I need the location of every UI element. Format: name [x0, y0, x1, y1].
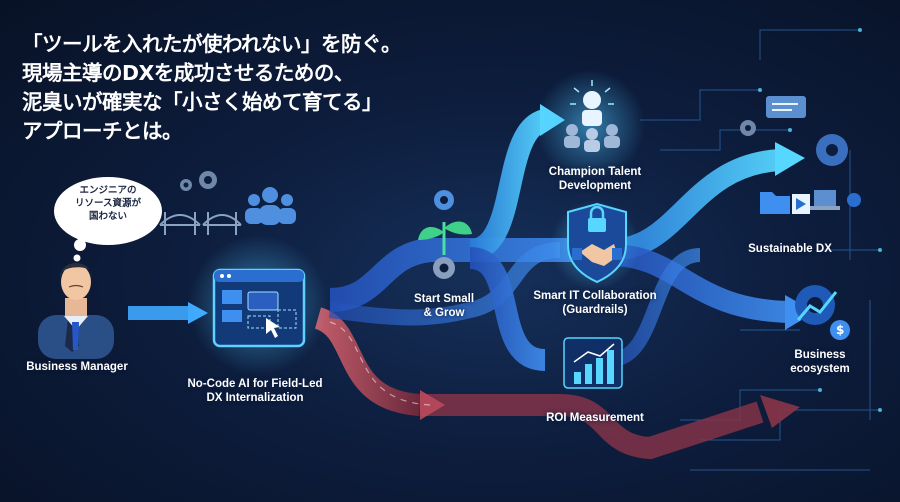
champion-line-2: Development [558, 180, 632, 192]
dollar-gear-icon: $ [795, 285, 850, 340]
start-line-2: & Grow [423, 307, 465, 319]
headline-line-2: 現場主導のDXを成功させるための、 [22, 61, 354, 85]
bubble-line-3: 国わない [88, 211, 127, 222]
svg-text:$: $ [836, 323, 844, 337]
failure-path [313, 307, 800, 460]
laptop-icon [810, 190, 861, 210]
start-small-label: Start Small & Grow [404, 292, 484, 320]
bubble-line-1: エンジニアの [79, 185, 137, 196]
champion-icon [564, 80, 620, 152]
bubble-line-2: リソース資源が [74, 198, 142, 209]
start-line-1: Start Small [413, 293, 475, 305]
thought-bubble-text: エンジニアの リソース資源が 国わない [60, 184, 156, 223]
bridge-icon [159, 212, 242, 235]
it-collaboration-label: Smart IT Collaboration (Guardrails) [525, 289, 665, 317]
it-line-1: Smart IT Collaboration [533, 290, 657, 302]
thought-bubble [54, 177, 162, 262]
champion-label: Champion Talent Development [540, 165, 650, 193]
folder-icon [760, 192, 810, 214]
people-icon [245, 187, 296, 225]
ecosystem-label: Business ecosystem [780, 348, 860, 376]
headline-line-1: 「ツールを入れたが使われない」を防ぐ。 [22, 32, 401, 56]
screen-icon [212, 268, 306, 348]
nocode-line-1: No-Code AI for Field-Led [187, 378, 323, 390]
sprout-icon [418, 190, 472, 279]
headline: 「ツールを入れたが使われない」を防ぐ。 現場主導のDXを成功させるための、 泥臭… [22, 30, 401, 146]
ecosystem-line-1: Business [794, 349, 846, 361]
ecosystem-line-2: ecosystem [790, 363, 850, 375]
gear-icon [180, 171, 217, 191]
nocode-line-2: DX Internalization [206, 392, 304, 404]
headline-line-4: アプローチとは。 [22, 119, 182, 143]
headline-line-3: 泥臭いが確実な「小さく始めて育てる」 [22, 90, 382, 114]
person-icon [38, 263, 114, 359]
champion-line-1: Champion Talent [548, 166, 642, 178]
it-line-2: (Guardrails) [562, 304, 628, 316]
handshake-shield-icon [567, 202, 627, 284]
sustainable-dx-label: Sustainable DX [748, 243, 832, 255]
business-manager-label: Business Manager [26, 361, 128, 373]
bar-chart-icon [563, 337, 623, 389]
roi-label: ROI Measurement [546, 412, 644, 424]
chat-gear-icons [740, 96, 806, 136]
gear-icon [816, 134, 848, 166]
nocode-label: No-Code AI for Field-Led DX Internalizat… [180, 377, 330, 405]
